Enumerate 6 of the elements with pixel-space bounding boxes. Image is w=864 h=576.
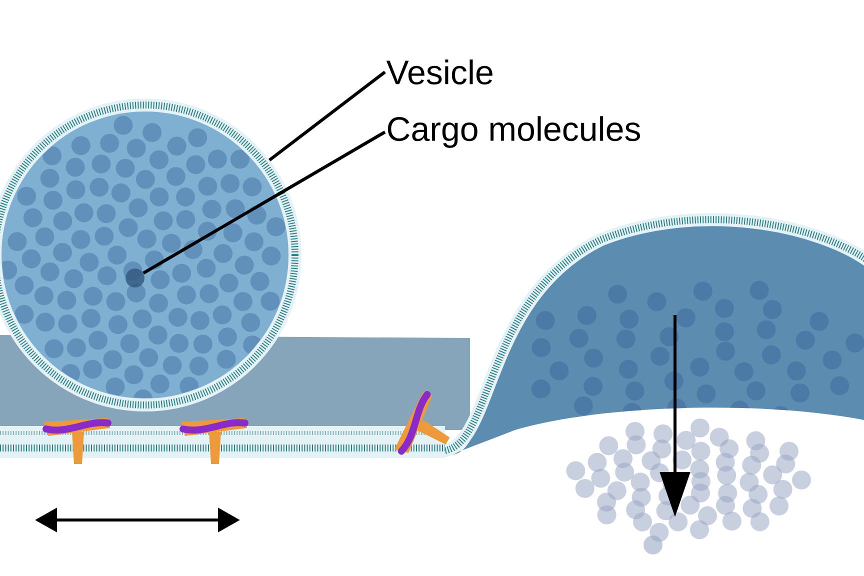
label-text: Cargo molecules (388, 116, 640, 148)
cargo-molecule (126, 268, 144, 288)
label-text: Vesicle (386, 60, 492, 84)
vesicle-drawing (0, 98, 302, 412)
leader-line (142, 130, 386, 274)
leader-line (268, 70, 386, 162)
